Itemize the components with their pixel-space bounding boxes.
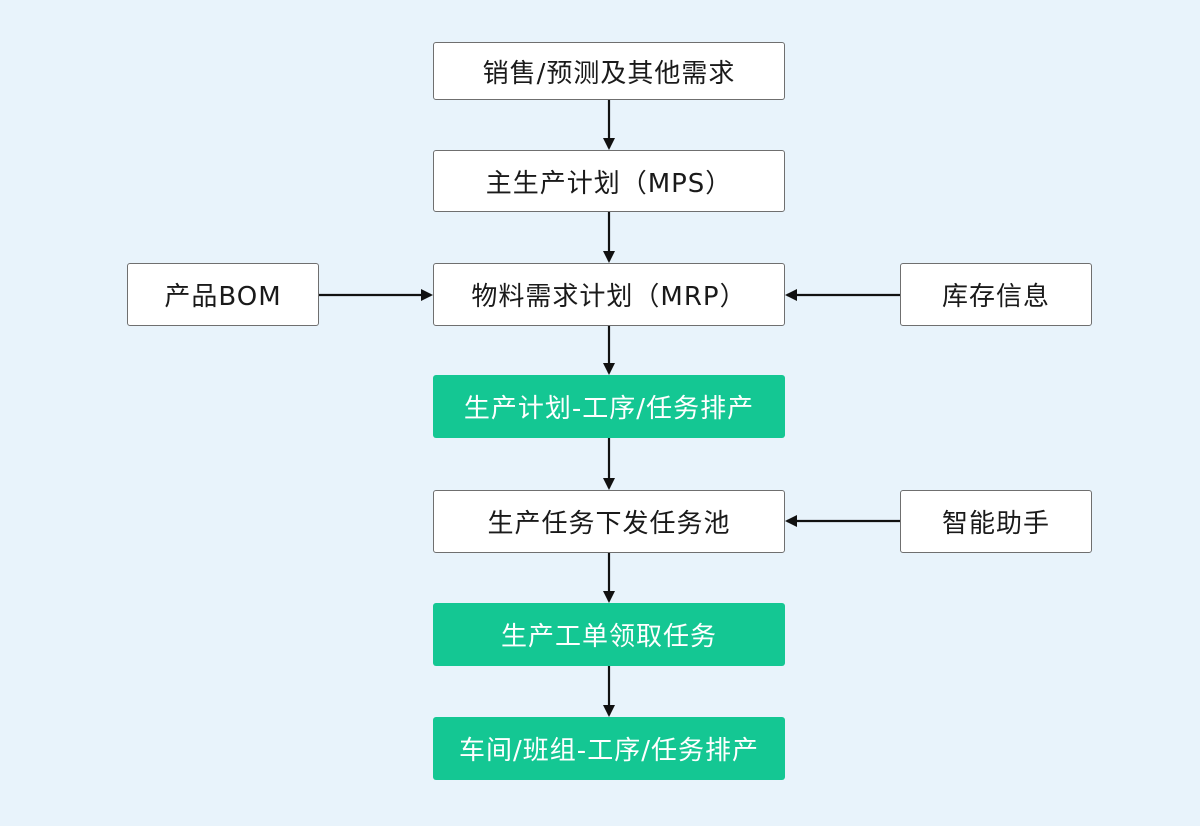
node-mps: 主生产计划（MPS） [433,150,785,212]
node-smart-assistant: 智能助手 [900,490,1092,553]
node-inventory-info: 库存信息 [900,263,1092,326]
node-sales-demand: 销售/预测及其他需求 [433,42,785,100]
node-mrp: 物料需求计划（MRP） [433,263,785,326]
node-task-pool: 生产任务下发任务池 [433,490,785,553]
node-product-bom: 产品BOM [127,263,319,326]
node-workshop-schedule: 车间/班组-工序/任务排产 [433,717,785,780]
node-work-order-claim: 生产工单领取任务 [433,603,785,666]
node-production-plan: 生产计划-工序/任务排产 [433,375,785,438]
